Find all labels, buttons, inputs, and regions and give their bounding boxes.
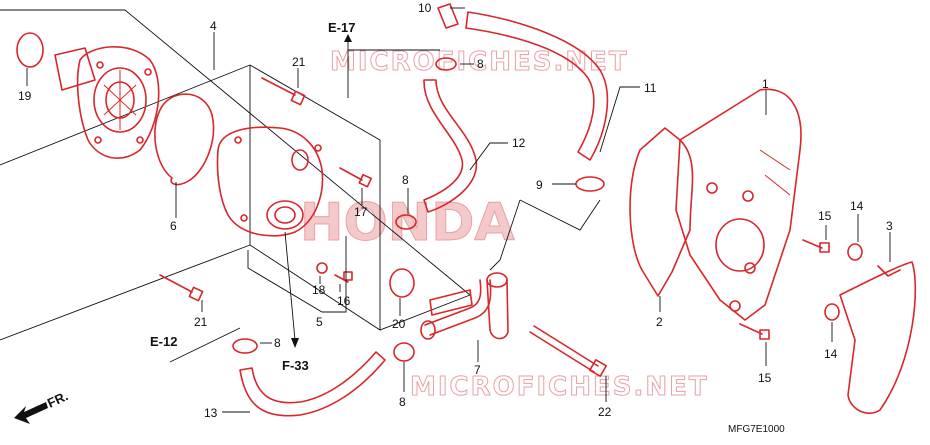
callout-21-bottom: 21 — [194, 315, 208, 329]
reference-e17: E-17 — [328, 20, 440, 98]
callout-13: 13 — [204, 406, 218, 420]
ref-e17-label: E-17 — [328, 20, 355, 35]
hose-13 — [239, 351, 386, 417]
gasket-2 — [629, 127, 694, 297]
water-pump-body — [216, 126, 324, 237]
o-ring-19 — [16, 32, 44, 68]
callout-20: 20 — [392, 317, 406, 331]
grommet-14-top — [847, 243, 863, 261]
bolt-17 — [339, 167, 373, 188]
callout-7: 7 — [474, 363, 481, 377]
callout-2: 2 — [656, 315, 663, 329]
callout-9: 9 — [536, 178, 543, 192]
callout-1: 1 — [762, 77, 769, 91]
diagram-code: MFG7E1000 — [728, 424, 785, 435]
watermark-site-top: MICROFICHES.NET — [330, 47, 629, 77]
callout-22: 22 — [598, 405, 612, 419]
ref-e12-label: E-12 — [150, 334, 177, 349]
callout-14-bottom: 14 — [824, 347, 838, 361]
clamp-8-bottom — [393, 342, 415, 362]
assembly-frame-lines — [0, 9, 471, 341]
grommet-14-bottom — [824, 303, 840, 321]
clamp-9 — [575, 176, 605, 192]
gasket-6 — [154, 93, 215, 186]
reference-e12: E-12 — [150, 327, 241, 363]
callout-8-top: 8 — [477, 57, 484, 71]
clamp-8-mid — [395, 214, 417, 230]
bolt-21-top — [261, 77, 306, 106]
callout-14-top: 14 — [850, 199, 864, 213]
washer-18 — [316, 262, 328, 274]
bolt-15-bottom — [739, 323, 770, 340]
callout-19: 19 — [18, 89, 32, 103]
watermark-brand: HONDA — [300, 193, 515, 253]
callout-18: 18 — [312, 283, 326, 297]
callout-16: 16 — [337, 294, 351, 308]
hose-11 — [465, 11, 609, 161]
callout-5: 5 — [316, 315, 323, 329]
bolt-15-right — [802, 239, 830, 253]
watermark-site-bottom: MICROFICHES.NET — [410, 372, 709, 402]
bolt-16 — [334, 271, 353, 283]
hose-12 — [423, 79, 478, 213]
front-label: FR. — [45, 388, 70, 410]
callout-17: 17 — [354, 205, 368, 219]
callout-11: 11 — [644, 81, 657, 95]
callout-21-top: 21 — [292, 55, 306, 69]
callout-8-mid: 8 — [402, 173, 409, 187]
callout-15-right: 15 — [818, 209, 832, 223]
callout-3: 3 — [886, 219, 893, 233]
callout-6: 6 — [170, 219, 177, 233]
callouts: 19 4 21 6 17 8 10 8 11 12 9 21 18 16 5 2… — [18, 1, 893, 420]
callout-8-bottom: 8 — [399, 395, 406, 409]
leader-lines — [26, 7, 891, 413]
callout-8-left: 8 — [274, 336, 281, 350]
callout-15-bottom: 15 — [758, 371, 772, 385]
water-pipe-7 — [420, 272, 509, 340]
callout-10: 10 — [418, 1, 432, 15]
o-ring-20 — [389, 268, 415, 298]
clamp-8-left — [232, 338, 258, 354]
water-pump-cover-1 — [675, 88, 802, 321]
ref-f33-label: F-33 — [282, 358, 309, 373]
reference-f33: F-33 — [282, 231, 309, 373]
bolt-22 — [529, 325, 607, 377]
side-cover-3 — [839, 261, 917, 414]
callout-4: 4 — [210, 19, 217, 33]
front-direction-arrow: FR. — [14, 388, 70, 424]
clamp-8-top — [435, 57, 457, 71]
clamp-10 — [437, 3, 459, 29]
bolt-21-bottom — [159, 274, 204, 302]
water-pump-impeller — [54, 46, 160, 159]
callout-12: 12 — [512, 136, 526, 150]
